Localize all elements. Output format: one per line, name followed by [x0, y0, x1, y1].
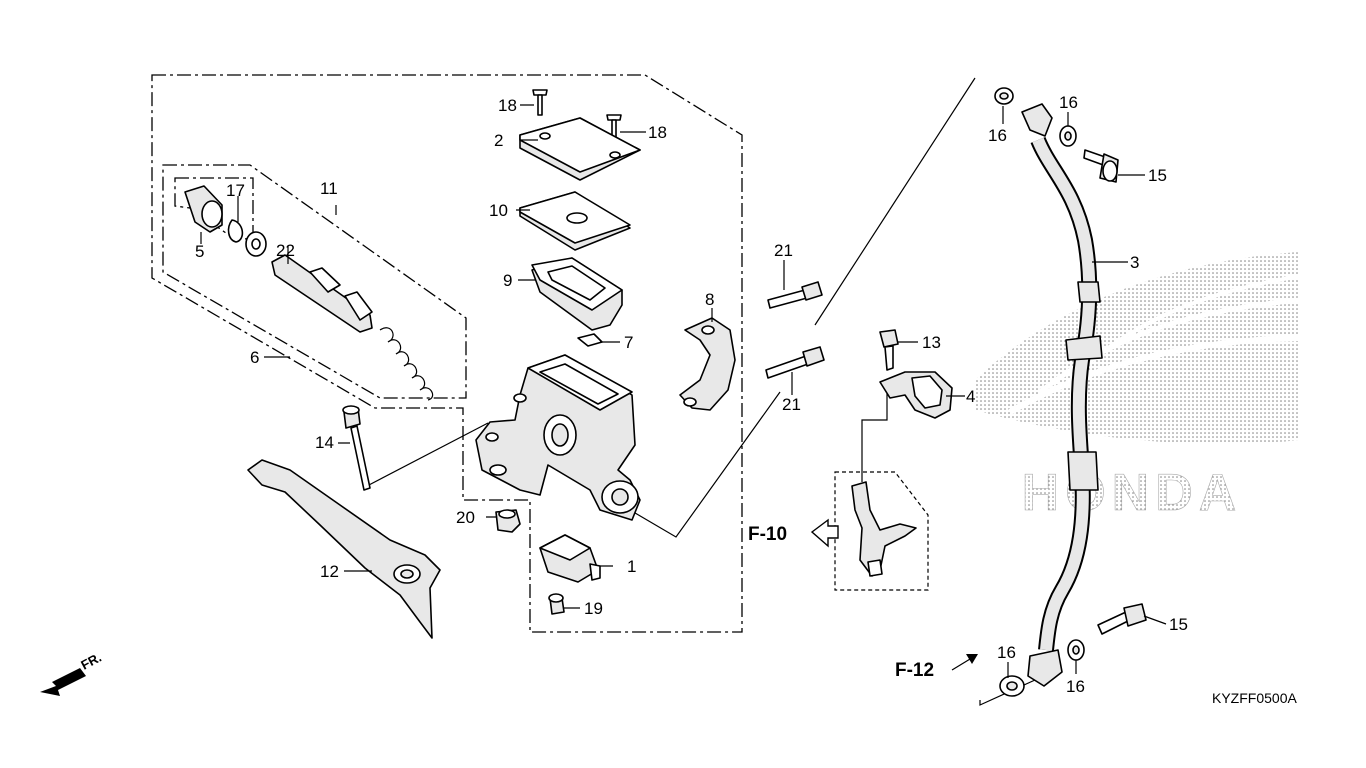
callout-22: 22 [276, 241, 295, 260]
callout-5: 5 [195, 242, 204, 261]
front-direction-arrow-icon [40, 668, 86, 696]
callout-6: 6 [250, 348, 259, 367]
callout-18-b: 18 [648, 123, 667, 142]
diaphragm-9 [531, 257, 623, 331]
callout-8: 8 [705, 290, 714, 309]
callout-12: 12 [320, 562, 339, 581]
holder-8 [679, 317, 736, 411]
leader-line [629, 391, 781, 538]
pivot-bolt-14 [342, 405, 371, 491]
callout-21-b: 21 [782, 395, 801, 414]
callout-19: 19 [584, 599, 603, 618]
washer-16 [994, 87, 1014, 105]
brake-lever-12 [247, 459, 441, 639]
callout-13: 13 [922, 333, 941, 352]
piston-set-group-outline [162, 164, 467, 399]
washer-16-c [1067, 639, 1085, 661]
f-12-arrow-icon [951, 654, 978, 671]
f-10-arrow-icon [810, 518, 839, 548]
callout-16: 16 [988, 126, 1007, 145]
boot-5 [184, 185, 223, 233]
switch-detail-outline [834, 471, 929, 591]
master-cylinder-group-outline [151, 74, 743, 633]
callout-10: 10 [489, 201, 508, 220]
reservoir-cap-2 [519, 117, 641, 181]
switch-wiring-detail [851, 481, 917, 577]
callout-16-d: 16 [1066, 677, 1085, 696]
callout-16-b: 16 [1059, 93, 1078, 112]
brake-switch-1 [539, 534, 601, 583]
callout-9: 9 [503, 271, 512, 290]
callout-17: 17 [226, 181, 245, 200]
leader-line [366, 422, 489, 487]
bolt-21 [767, 281, 823, 309]
brake-hose-3 [1021, 103, 1103, 687]
diagram-code: KYZFF0500A [1212, 690, 1297, 706]
piston-22 [271, 254, 373, 333]
washer-16-d [999, 675, 1025, 697]
screw-19 [548, 593, 565, 615]
callout-21: 21 [774, 241, 793, 260]
callout-15: 15 [1148, 166, 1167, 185]
washer-16-b [1059, 125, 1077, 147]
callout-1: 1 [627, 557, 636, 576]
callout-16-c: 16 [997, 643, 1016, 662]
leader-line [861, 392, 888, 482]
screw-18 [532, 89, 548, 116]
leader-line [814, 77, 976, 326]
hose-clamp-4 [879, 371, 953, 419]
clip-7 [577, 333, 603, 347]
callout-14: 14 [315, 433, 334, 452]
honda-wing-logo [975, 252, 1301, 444]
ref-f-10: F-10 [748, 524, 787, 545]
callout-18: 18 [498, 96, 517, 115]
bolt-13 [879, 329, 899, 371]
front-direction-label: FR. [78, 650, 104, 673]
callout-2: 2 [494, 131, 503, 150]
circlip-17 [227, 219, 244, 243]
honda-wordmark: HONDA [1022, 464, 1243, 522]
callout-20: 20 [456, 508, 475, 527]
callout-3: 3 [1130, 253, 1139, 272]
callout-7: 7 [624, 333, 633, 352]
nut-20 [495, 509, 521, 533]
callout-15-b: 15 [1169, 615, 1188, 634]
washer [245, 231, 267, 257]
callout-11: 11 [320, 179, 338, 198]
banjo-bolt-15 [1083, 149, 1119, 183]
callout-4: 4 [966, 387, 975, 406]
spring [379, 327, 434, 401]
master-cylinder-body [475, 354, 641, 521]
ref-f-12: F-12 [895, 660, 934, 681]
banjo-bolt-15-b [1097, 603, 1147, 635]
diaphragm-plate-10 [519, 191, 631, 251]
bolt-21-b [765, 346, 825, 379]
